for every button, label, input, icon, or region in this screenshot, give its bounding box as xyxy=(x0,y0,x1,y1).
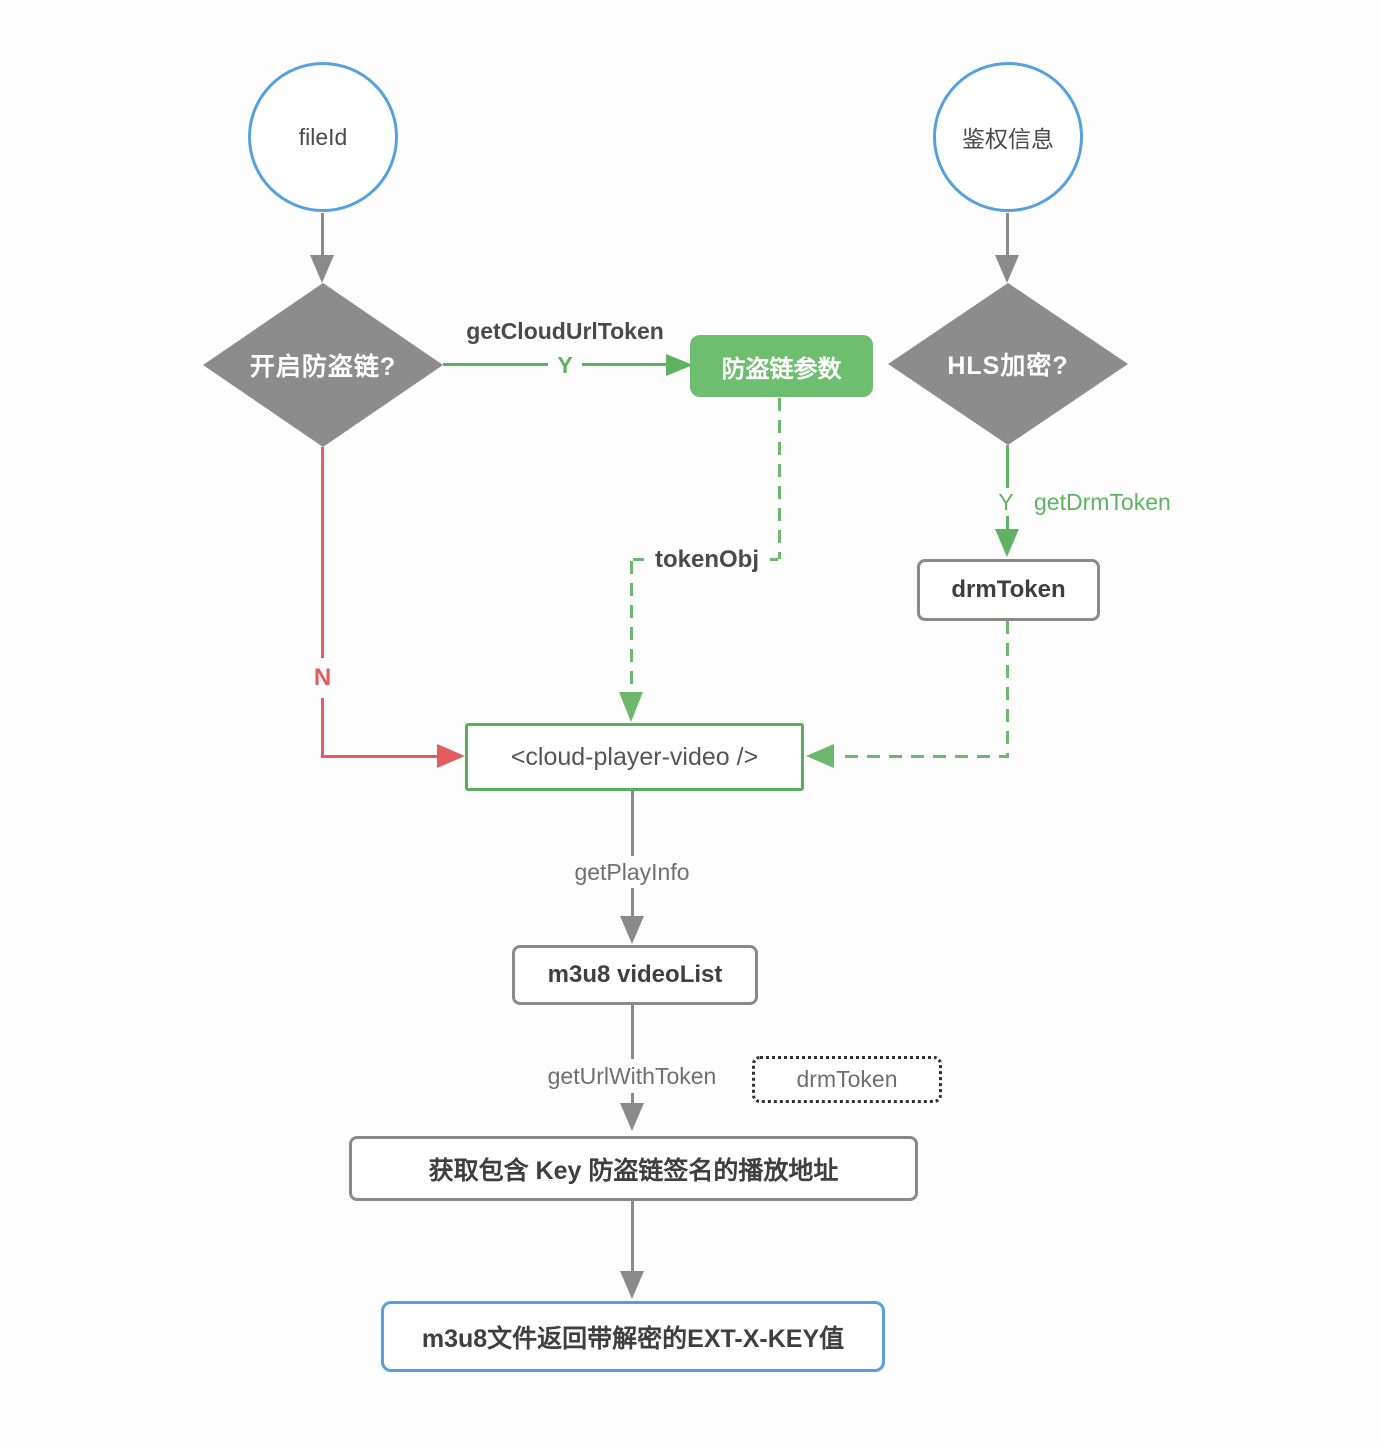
node-play-url-box: 获取包含 Key 防盗链签名的播放地址 xyxy=(349,1136,918,1201)
edge-drm-dash-hline xyxy=(845,755,1009,758)
node-cloud-player-box: <cloud-player-video /> xyxy=(465,723,804,791)
edge-play-url-line xyxy=(631,1201,634,1273)
edge-get-play-info-arrowhead-icon xyxy=(620,916,644,944)
node-drm-token-label: drmToken xyxy=(951,576,1066,603)
edge-antileech-yes-label: Y xyxy=(548,350,582,380)
edge-fileid-line xyxy=(321,213,324,258)
edge-antileech-no-vline xyxy=(321,447,324,758)
node-drm-token-dotted-label: drmToken xyxy=(796,1066,898,1092)
node-ext-key-label: m3u8文件返回带解密的EXT-X-KEY值 xyxy=(421,1324,845,1353)
decision-hls-diamond: HLS加密? xyxy=(888,283,1128,445)
edge-fileid-arrowhead-icon xyxy=(310,255,334,283)
node-leech-params-label: 防盗链参数 xyxy=(721,355,842,383)
edge-get-drm-token-label: getDrmToken xyxy=(1034,489,1171,515)
edge-antileech-no-hline xyxy=(321,755,445,758)
edge-hls-yes-label: Y xyxy=(991,488,1021,516)
node-auth-info-circle: 鉴权信息 xyxy=(933,62,1083,212)
edge-drm-dash-vline xyxy=(1006,621,1009,757)
node-leech-params-box: 防盗链参数 xyxy=(690,335,873,397)
edge-get-cloud-url-token-label: getCloudUrlToken xyxy=(466,318,664,344)
node-cloud-player-label: <cloud-player-video /> xyxy=(510,742,759,771)
node-play-url-label: 获取包含 Key 防盗链签名的播放地址 xyxy=(428,1156,839,1185)
node-auth-info-label: 鉴权信息 xyxy=(962,126,1054,152)
edge-auth-line xyxy=(1006,213,1009,258)
decision-antileech-diamond: 开启防盗链? xyxy=(203,283,443,447)
edge-antileech-no-label: N xyxy=(304,658,341,698)
node-drm-token-dotted-box: drmToken xyxy=(752,1056,942,1103)
edge-antileech-yes-arrowhead-icon xyxy=(666,354,693,376)
edge-get-url-with-token-line xyxy=(631,1005,634,1103)
edge-token-obj-arrowhead-icon xyxy=(619,692,643,722)
edge-auth-arrowhead-icon xyxy=(995,255,1019,283)
decision-antileech-label: 开启防盗链? xyxy=(249,353,397,381)
node-m3u8-video-list-label: m3u8 videoList xyxy=(547,961,723,988)
edge-token-obj-vline1 xyxy=(778,398,781,559)
node-drm-token-box: drmToken xyxy=(917,559,1100,621)
edge-token-obj-vline2 xyxy=(630,561,633,693)
node-ext-key-box: m3u8文件返回带解密的EXT-X-KEY值 xyxy=(381,1301,885,1372)
edge-get-play-info-label: getPlayInfo xyxy=(556,856,708,888)
edge-antileech-no-arrowhead-icon xyxy=(437,744,465,768)
edge-drm-dash-arrowhead-icon xyxy=(806,744,834,768)
edge-play-url-arrowhead-icon xyxy=(620,1271,644,1299)
decision-hls-label: HLS加密? xyxy=(947,352,1069,380)
node-m3u8-video-list-box: m3u8 videoList xyxy=(512,945,758,1005)
edge-hls-yes-arrowhead-icon xyxy=(995,529,1019,557)
node-fileid-circle: fileId xyxy=(248,62,398,212)
edge-token-obj-label: tokenObj xyxy=(644,544,770,576)
node-fileid-label: fileId xyxy=(298,123,348,150)
edge-get-url-with-token-arrowhead-icon xyxy=(620,1103,644,1131)
edge-get-url-with-token-label: getUrlWithToken xyxy=(518,1059,746,1093)
